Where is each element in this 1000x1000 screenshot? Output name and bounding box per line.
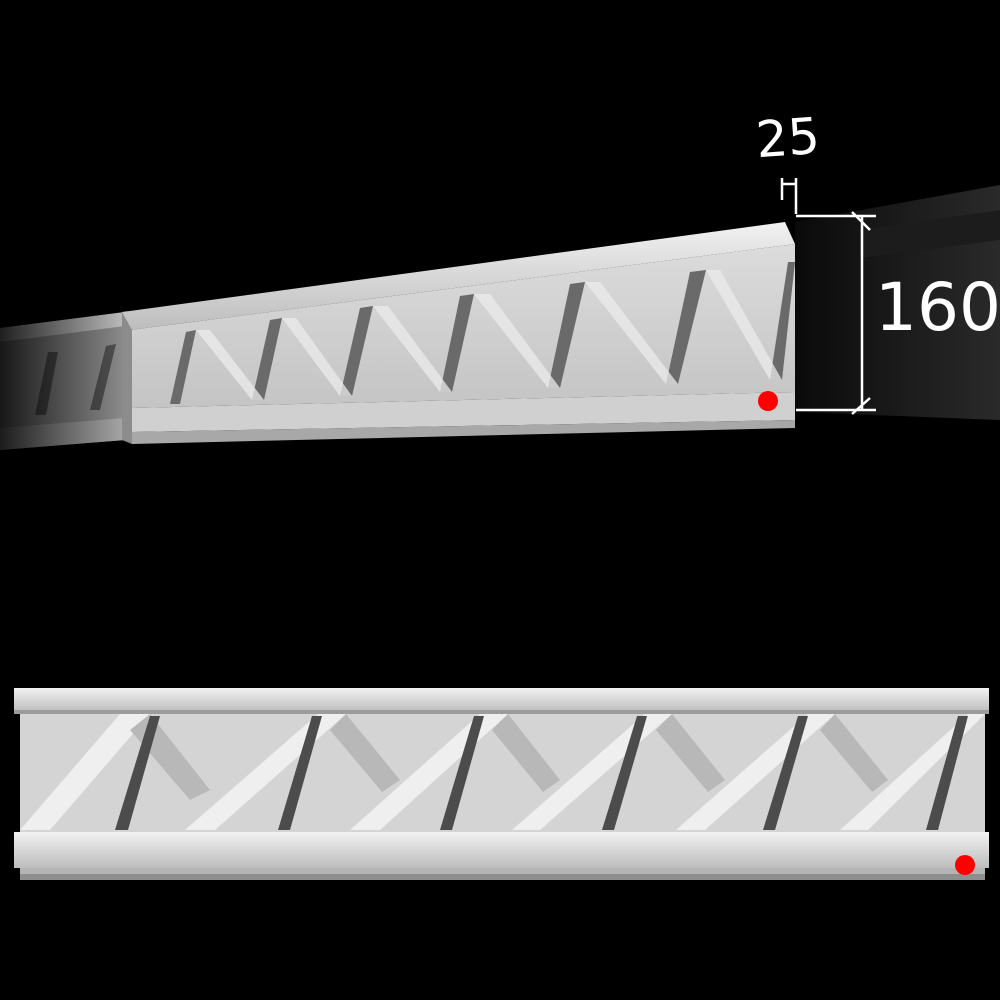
dimension-annotations bbox=[780, 178, 876, 415]
marker-dot bbox=[955, 855, 975, 875]
perspective-ribbon-pattern bbox=[170, 262, 795, 404]
molding-bottom-band bbox=[132, 392, 795, 432]
height-label: 160 bbox=[875, 269, 1000, 346]
front-molding bbox=[14, 688, 989, 880]
front-top-band bbox=[14, 688, 989, 712]
height-dimension-line bbox=[796, 211, 876, 415]
molding-top-band bbox=[122, 222, 795, 330]
depth-dimension-line bbox=[780, 178, 798, 214]
marker-dot bbox=[758, 391, 778, 411]
front-bottom-band bbox=[14, 832, 989, 868]
perspective-molding bbox=[0, 185, 1000, 460]
depth-label: 25 bbox=[754, 107, 822, 169]
front-ribbon-pattern bbox=[20, 714, 985, 830]
